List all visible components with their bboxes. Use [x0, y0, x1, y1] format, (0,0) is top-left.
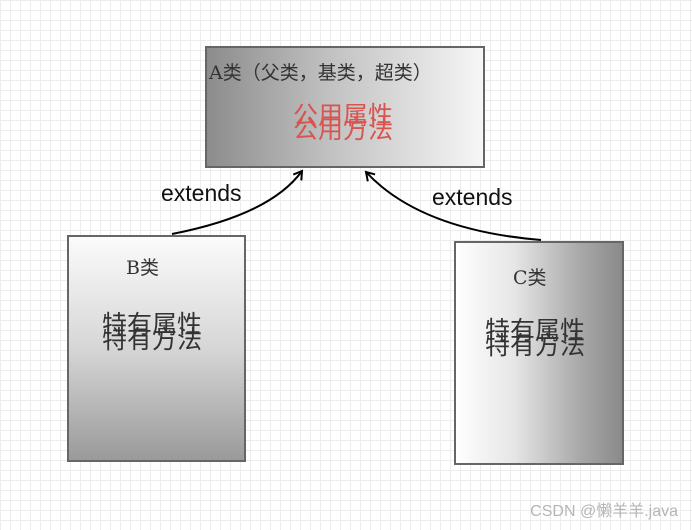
extends-label-left: extends [161, 180, 242, 206]
child-class-c-title: C类 [513, 267, 547, 289]
csdn-watermark: CSDN @懒羊羊.java [530, 503, 678, 520]
extends-arrow-b-to-a [171, 169, 304, 235]
parent-class-box: A类（父类，基类，超类） 公用属性 公用方法 [205, 46, 485, 168]
parent-class-title: A类（父类，基类，超类） [209, 62, 432, 84]
child-class-b-attributes: 特有属性 [102, 310, 203, 339]
child-class-c-methods: 特有方法 [485, 331, 586, 360]
parent-class-methods: 公用方法 [293, 115, 394, 144]
parent-class-attributes: 公用属性 [293, 101, 394, 130]
child-class-b-methods: 特有方法 [102, 325, 203, 354]
child-class-b-box: B类 特有属性 特有方法 [67, 235, 246, 462]
extends-label-right: extends [432, 184, 513, 210]
child-class-c-attributes: 特有属性 [485, 316, 586, 345]
child-class-c-box: C类 特有属性 特有方法 [454, 241, 624, 465]
extends-arrow-c-to-a [364, 170, 542, 241]
child-class-b-title: B类 [126, 257, 159, 279]
